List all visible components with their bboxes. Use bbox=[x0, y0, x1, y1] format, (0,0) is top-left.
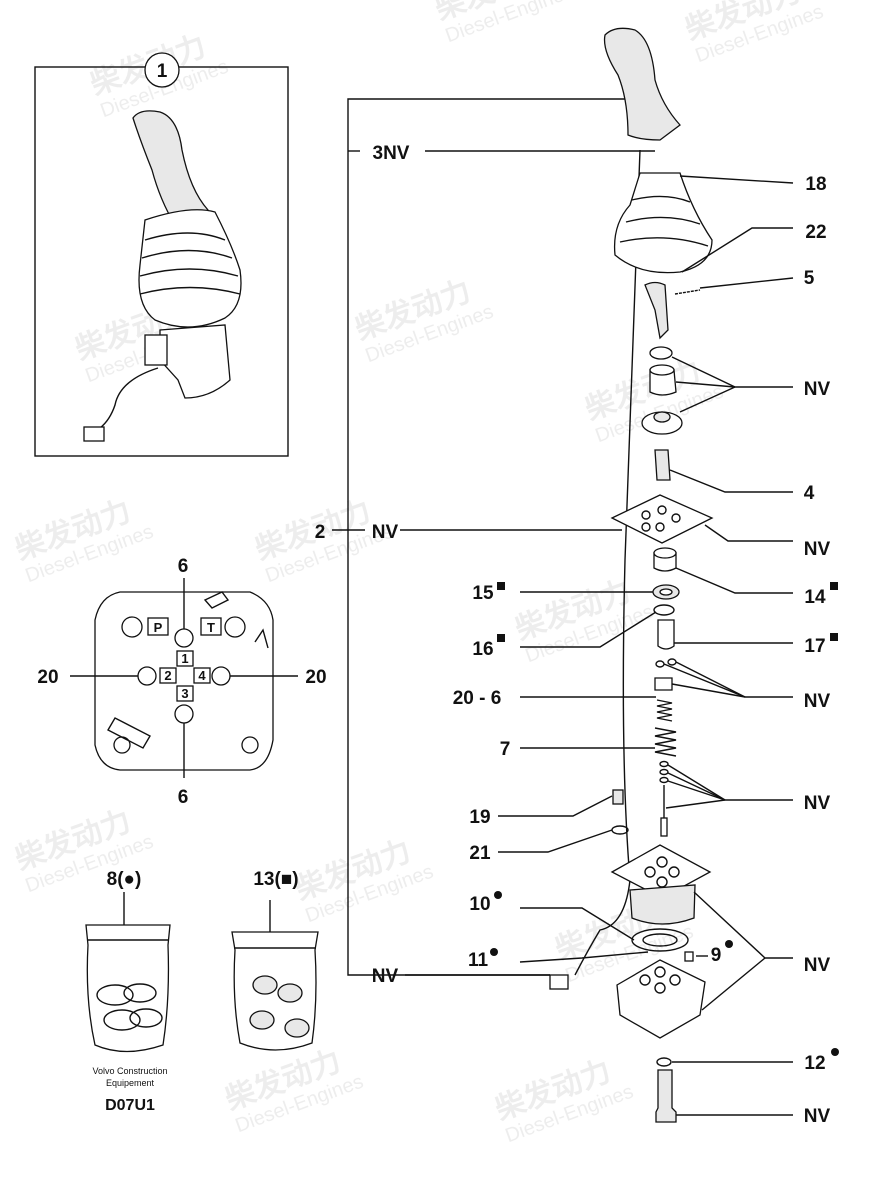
drawing-id: D07U1 bbox=[105, 1097, 155, 1114]
callout-16[interactable]: 16 bbox=[472, 639, 493, 660]
seal-kit-13: 13(■) bbox=[231, 869, 319, 1051]
complete-joystick-illustration bbox=[83, 110, 242, 442]
dot-marker bbox=[490, 948, 498, 956]
maker-line-1: Volvo Construction bbox=[92, 1066, 167, 1076]
kit-8-label[interactable]: 8(●) bbox=[107, 869, 142, 890]
port-p-label: P bbox=[154, 620, 163, 635]
callout-11[interactable]: 11 bbox=[468, 950, 489, 971]
watermark-tile: 柴发动力 Diesel-Engines bbox=[351, 275, 496, 368]
callout-1-label: 1 bbox=[157, 61, 168, 82]
callout-15[interactable]: 15 bbox=[472, 583, 494, 604]
port-2-hole bbox=[137, 666, 157, 686]
callout-18[interactable]: 18 bbox=[805, 174, 826, 195]
mount-hole bbox=[121, 616, 143, 638]
callout-19[interactable]: 19 bbox=[469, 807, 490, 828]
port-2-number: 2 bbox=[164, 668, 171, 683]
callout-9[interactable]: 9 bbox=[711, 945, 722, 966]
callout-4[interactable]: 4 bbox=[804, 483, 815, 504]
maker-line-2: Equipement bbox=[106, 1078, 155, 1088]
callout-14[interactable]: 14 bbox=[804, 587, 826, 608]
callout-2[interactable]: 2 bbox=[315, 522, 326, 543]
square-marker bbox=[830, 633, 838, 641]
dot-marker bbox=[494, 891, 502, 899]
callout-nv-base[interactable]: NV bbox=[804, 955, 831, 976]
square-marker bbox=[497, 634, 505, 642]
port-4-hole bbox=[211, 666, 231, 686]
port-t-box bbox=[200, 617, 222, 636]
watermark-tile: 柴发动力 Diesel-Engines bbox=[291, 835, 436, 928]
callout-17[interactable]: 17 bbox=[804, 636, 825, 657]
port-view-label-bottom[interactable]: 6 bbox=[178, 787, 189, 808]
callout-nv-plate[interactable]: NV bbox=[804, 539, 831, 560]
port-4-number: 4 bbox=[198, 668, 206, 683]
callout-nv-left[interactable]: NV bbox=[372, 966, 399, 987]
joystick-handle bbox=[603, 27, 681, 141]
mount-hole bbox=[224, 616, 246, 638]
seal-kit-8: 8(●) Volvo Construction Equipement D07U1 bbox=[85, 869, 171, 1114]
port-layout-view: P T 1 2 4 3 6 6 20 20 bbox=[37, 556, 326, 808]
callout-7[interactable]: 7 bbox=[500, 739, 511, 760]
callout-nv-pins[interactable]: NV bbox=[804, 793, 831, 814]
callout-nv-top[interactable]: NV bbox=[804, 379, 831, 400]
callout-20-6[interactable]: 20 - 6 bbox=[453, 688, 502, 709]
port-3-number: 3 bbox=[181, 686, 188, 701]
port-view-label-top[interactable]: 6 bbox=[178, 556, 189, 577]
callout-nv-bottom[interactable]: NV bbox=[804, 1106, 831, 1127]
port-t-label: T bbox=[207, 620, 215, 635]
port-p-box bbox=[147, 617, 169, 636]
port-1-number: 1 bbox=[181, 651, 188, 666]
square-marker bbox=[497, 582, 505, 590]
watermark-tile: 柴发动力 Diesel-Engines bbox=[511, 575, 656, 668]
callout-21[interactable]: 21 bbox=[469, 843, 491, 864]
connector-plug bbox=[83, 426, 105, 442]
callout-nv-mid[interactable]: NV bbox=[804, 691, 831, 712]
callout-circle-1[interactable] bbox=[144, 52, 180, 88]
callout-12[interactable]: 12 bbox=[804, 1053, 825, 1074]
assembly-overview-box: 1 bbox=[34, 52, 289, 457]
callout-5[interactable]: 5 bbox=[804, 268, 815, 289]
port-1-hole bbox=[174, 628, 194, 648]
mount-hole bbox=[241, 736, 259, 754]
port-3-hole bbox=[174, 704, 194, 724]
callout-22[interactable]: 22 bbox=[805, 222, 826, 243]
base-plate-outline bbox=[94, 591, 274, 771]
square-marker bbox=[830, 582, 838, 590]
watermark-tile: 柴发动力 Diesel-Engines bbox=[431, 0, 576, 47]
callout-2-nv[interactable]: NV bbox=[372, 522, 399, 543]
callout-10[interactable]: 10 bbox=[469, 894, 490, 915]
watermark-tile: 柴发动力 Diesel-Engines bbox=[491, 1055, 636, 1148]
watermark-tile: 柴发动力 Diesel-Engines bbox=[681, 0, 826, 67]
dot-marker bbox=[725, 940, 733, 948]
dot-marker bbox=[831, 1048, 839, 1056]
kit-13-label[interactable]: 13(■) bbox=[253, 869, 298, 890]
port-view-label-left[interactable]: 20 bbox=[37, 667, 58, 688]
port-view-label-right[interactable]: 20 bbox=[305, 667, 326, 688]
callout-3nv[interactable]: 3NV bbox=[373, 143, 410, 164]
watermark-tile: 柴发动力 Diesel-Engines bbox=[11, 495, 156, 588]
exploded-assembly: 3NV 18 22 5 NV 4 2 NV NV 15 14 16 17 20 … bbox=[315, 27, 839, 1127]
watermark-tile: 柴发动力 Diesel-Engines bbox=[221, 1045, 366, 1138]
